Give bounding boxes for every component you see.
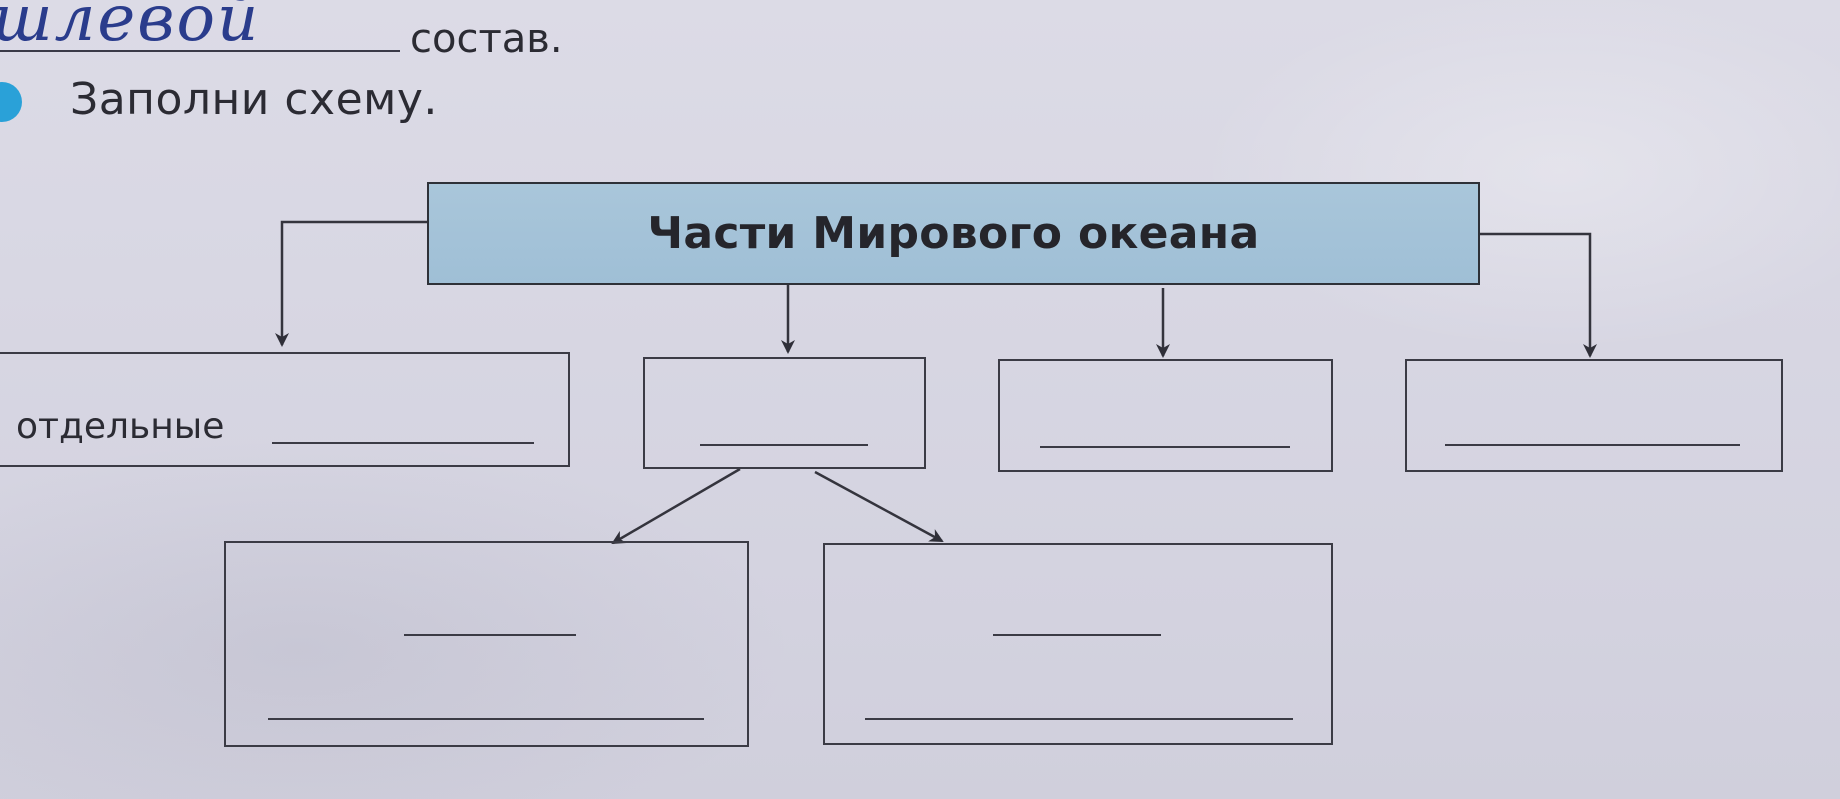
part-box-1-label: отдельные [16, 406, 225, 447]
part-box-4-blank [1445, 444, 1740, 446]
sentence-end: состав. [410, 16, 563, 62]
part-box-2[interactable] [643, 357, 926, 469]
part-box-1[interactable] [0, 352, 570, 467]
sub-box-2-blank-top [993, 634, 1161, 636]
part-box-3[interactable] [998, 359, 1333, 472]
task-instruction: Заполни схему. [70, 74, 438, 125]
handwritten-answer: шлевой [0, 0, 261, 56]
answer-underline [0, 50, 400, 52]
part-box-3-blank [1040, 446, 1290, 448]
part-box-1-blank [272, 442, 534, 444]
part-box-2-blank [700, 444, 868, 446]
sub-box-2-blank-bottom [865, 718, 1293, 720]
connector-right [1480, 232, 1597, 358]
connector-sub-right [814, 470, 944, 543]
connector-sub-left [611, 467, 741, 545]
sub-box-1-blank-top [404, 634, 576, 636]
connector-left [275, 220, 427, 347]
task-bullet-icon [0, 82, 22, 122]
sub-box-1-blank-bottom [268, 718, 704, 720]
part-box-4[interactable] [1405, 359, 1783, 472]
sub-box-1[interactable] [224, 541, 749, 747]
diagram-root-box: Части Мирового океана [427, 182, 1480, 285]
diagram-title: Части Мирового океана [647, 208, 1260, 259]
sub-box-2[interactable] [823, 543, 1333, 745]
